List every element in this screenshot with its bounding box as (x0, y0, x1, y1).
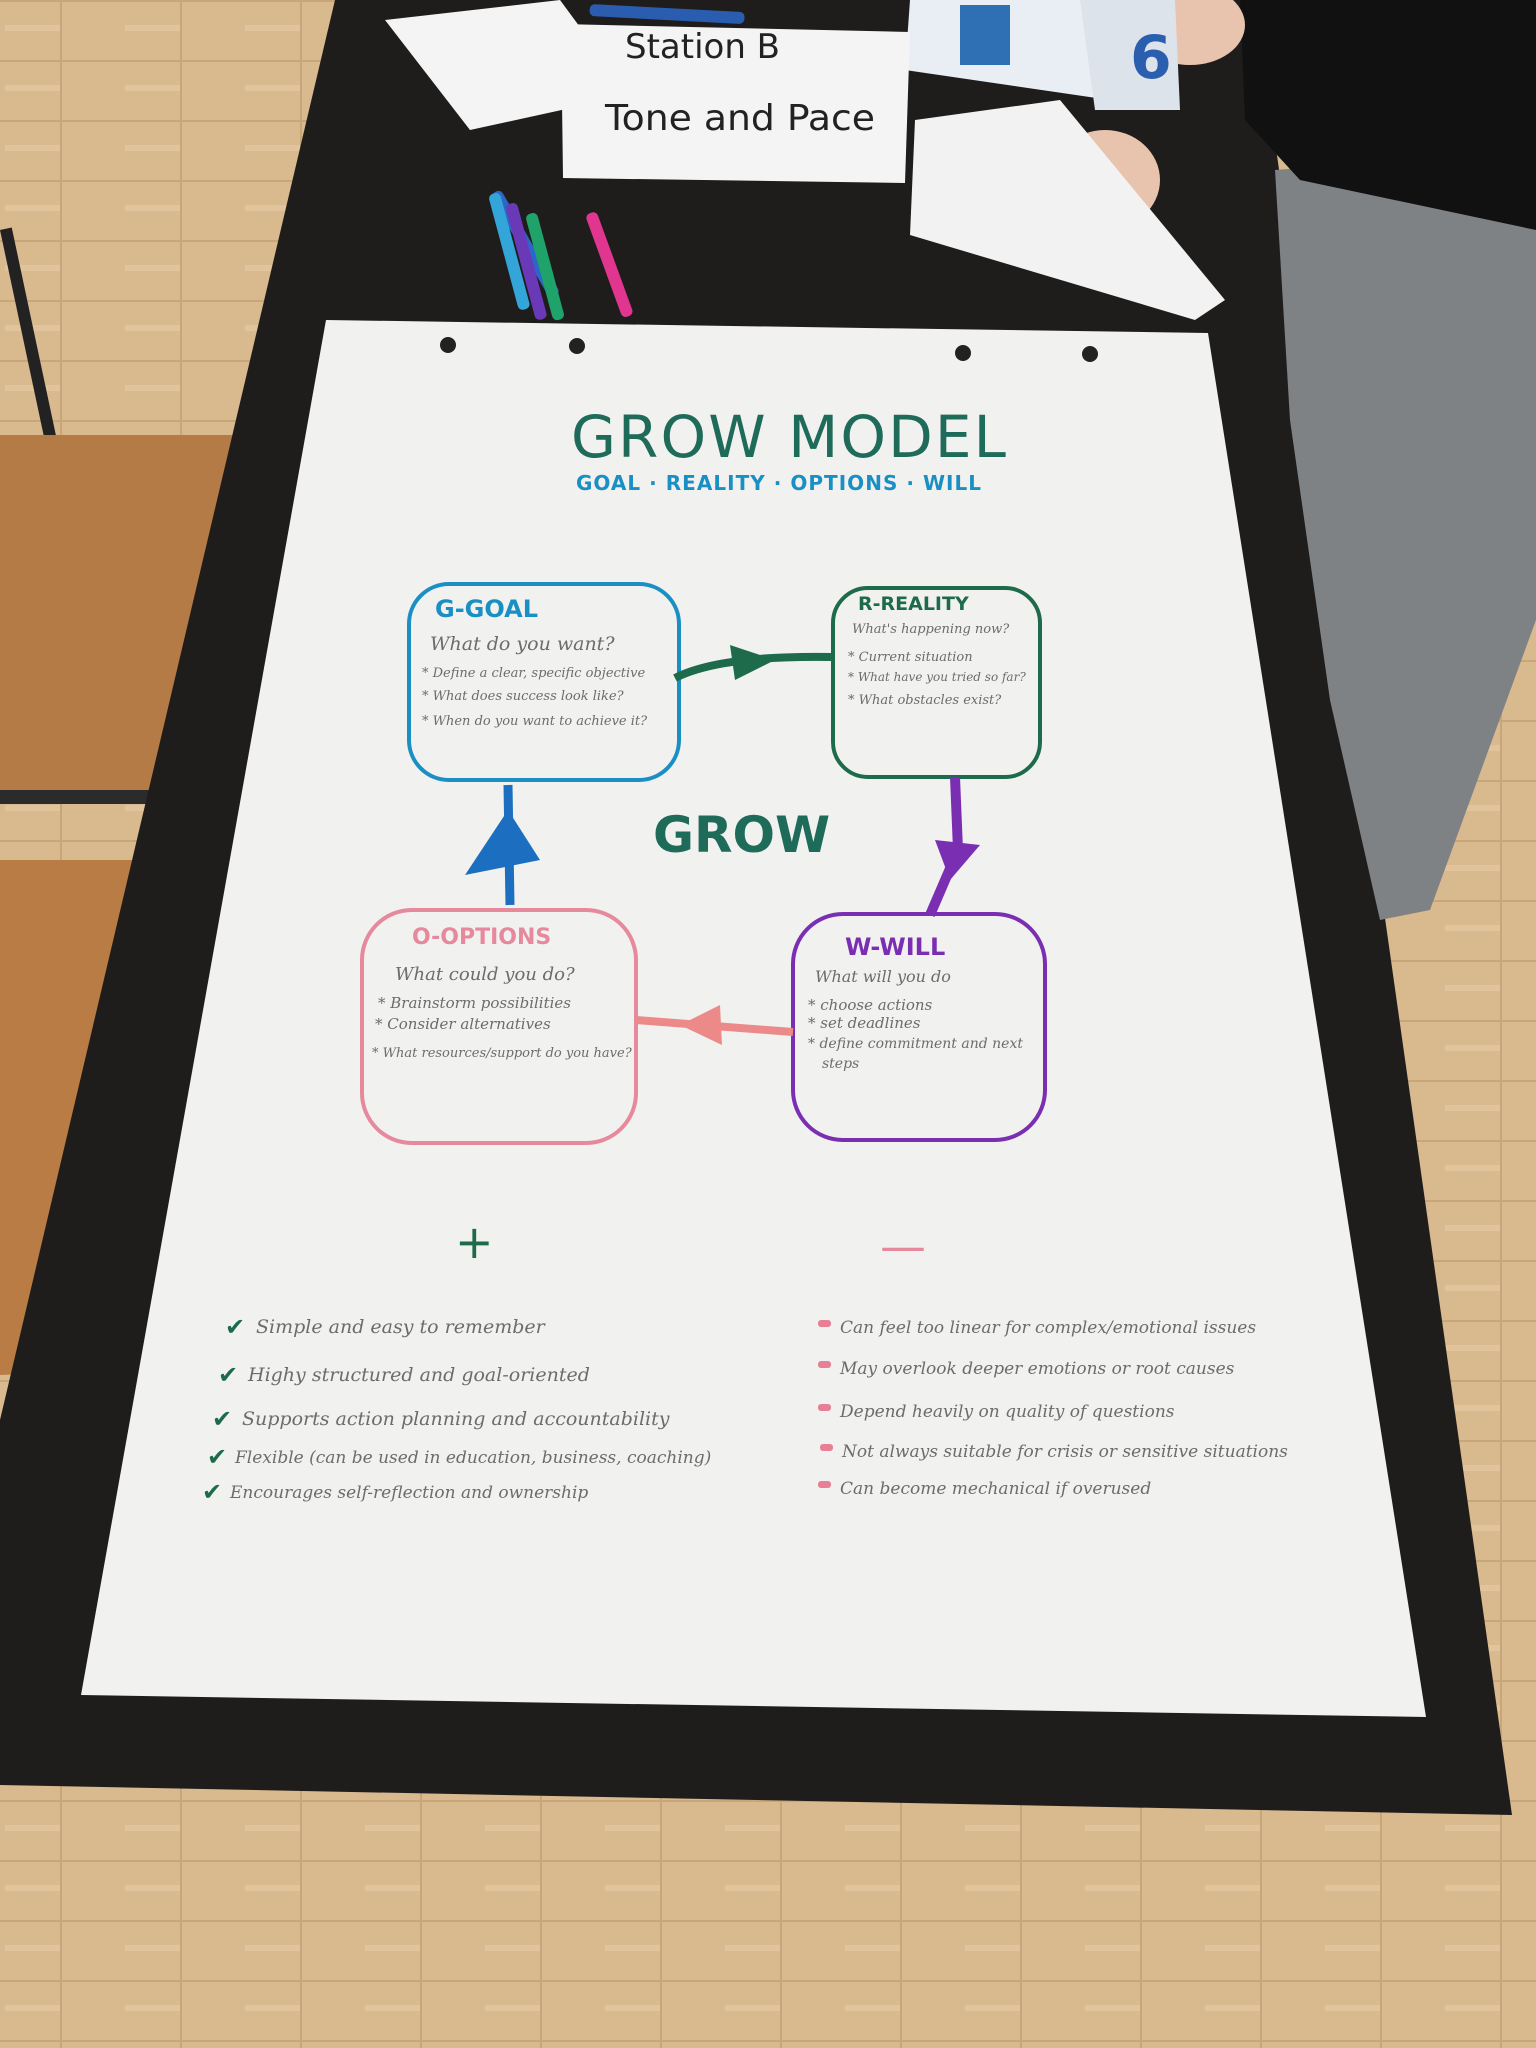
cons-item: Depend heavily on quality of questions (818, 1402, 1175, 1422)
cons-text: Can become mechanical if overused (840, 1479, 1151, 1499)
arrow-options-to-goal (465, 784, 540, 906)
will-item: * choose actions (808, 996, 933, 1014)
cons-item: Can become mechanical if overused (818, 1479, 1151, 1499)
goal-item: * When do you want to achieve it? (422, 714, 648, 729)
cons-symbol: — (880, 1219, 926, 1273)
reality-item: * What obstacles exist? (848, 693, 1002, 708)
poster-title: GROW MODEL (571, 403, 1006, 471)
arrow-reality-to-will (925, 776, 980, 917)
options-item: * Consider alternatives (375, 1015, 551, 1033)
options-heading: O-OPTIONS (412, 925, 551, 950)
pros-item: ✔ Highy structured and goal-oriented (218, 1361, 590, 1389)
markers (489, 190, 633, 321)
arrow-will-to-options (635, 1005, 794, 1045)
check-icon: ✔ (218, 1361, 238, 1389)
pros-item: ✔ Encourages self-reflection and ownershi… (202, 1478, 588, 1506)
dash-icon (818, 1320, 831, 1327)
dash-icon (818, 1404, 831, 1411)
cons-text: May overlook deeper emotions or root cau… (839, 1359, 1235, 1379)
pros-text: Simple and easy to remember (256, 1316, 547, 1338)
options-item: * Brainstorm possibilities (378, 994, 571, 1012)
reality-box: R-REALITY What's happening now? * Curren… (831, 586, 1042, 779)
will-item: * set deadlines (808, 1014, 921, 1032)
flipchart-paper (81, 320, 1426, 1717)
pros-item: ✔ Flexible (can be used in education, bus… (207, 1443, 711, 1471)
arrow-goal-to-reality (673, 645, 834, 682)
pros-item: ✔ Simple and easy to remember (225, 1313, 547, 1341)
will-heading: W-WILL (845, 933, 945, 961)
dash-icon (820, 1444, 833, 1451)
paper-holes (440, 337, 1098, 362)
pros-symbol: + (455, 1215, 494, 1269)
topic-label: Tone and Pace (604, 98, 875, 139)
will-item: * define commitment and next (808, 1036, 1023, 1052)
will-item: steps (822, 1056, 859, 1072)
goal-question: What do you want? (430, 633, 615, 655)
pros-item: ✔ Supports action planning and accountabi… (212, 1405, 670, 1433)
dash-icon (818, 1361, 831, 1368)
will-box: W-WILL What will you do * choose actions… (791, 912, 1047, 1142)
number-card (1080, 0, 1180, 110)
cons-text: Depend heavily on quality of questions (839, 1402, 1175, 1422)
goal-box: G-GOAL What do you want? * Define a clea… (407, 582, 681, 782)
pros-text: Highy structured and goal-oriented (247, 1364, 590, 1386)
station-label: Station B (625, 27, 780, 67)
options-item: * What resources/support do you have? (372, 1046, 633, 1061)
reality-item: * What have you tried so far? (848, 670, 1026, 684)
pros-text: Supports action planning and accountabil… (242, 1408, 670, 1430)
dash-icon (818, 1481, 831, 1488)
will-question: What will you do (815, 967, 951, 986)
center-label: GROW (653, 806, 830, 864)
goal-item: * What does success look like? (422, 689, 625, 704)
reality-question: What's happening now? (852, 622, 1010, 637)
cons-item: May overlook deeper emotions or root cau… (818, 1359, 1235, 1379)
pros-list: ✔ Simple and easy to remember ✔ Highy stru… (202, 1313, 711, 1506)
goal-item: * Define a clear, specific objective (422, 666, 646, 681)
goal-heading: G-GOAL (435, 595, 538, 623)
reality-heading: R-REALITY (858, 593, 969, 615)
cons-item: Not always suitable for crisis or sensit… (820, 1442, 1288, 1462)
cons-item: Can feel too linear for complex/emotiona… (818, 1318, 1256, 1338)
check-icon: ✔ (202, 1478, 222, 1506)
cons-text: Can feel too linear for complex/emotiona… (840, 1318, 1256, 1338)
pros-text: Flexible (can be used in education, busi… (234, 1448, 711, 1468)
cons-text: Not always suitable for crisis or sensit… (841, 1442, 1288, 1462)
options-question: What could you do? (395, 964, 575, 985)
pros-text: Encourages self-reflection and ownership (229, 1483, 588, 1503)
check-icon: ✔ (207, 1443, 227, 1471)
check-icon: ✔ (212, 1405, 232, 1433)
options-box: O-OPTIONS What could you do? * Brainstor… (360, 908, 638, 1145)
poster-subtitle: GOAL · REALITY · OPTIONS · WILL (576, 471, 981, 495)
reality-item: * Current situation (848, 650, 973, 665)
cons-list: Can feel too linear for complex/emotiona… (818, 1318, 1288, 1499)
person (1050, 0, 1536, 920)
station-sheet (561, 24, 910, 183)
top-papers: Station B Tone and Pace 6 (385, 0, 1225, 320)
check-icon: ✔ (225, 1313, 245, 1341)
card-number: 6 (1130, 23, 1172, 93)
